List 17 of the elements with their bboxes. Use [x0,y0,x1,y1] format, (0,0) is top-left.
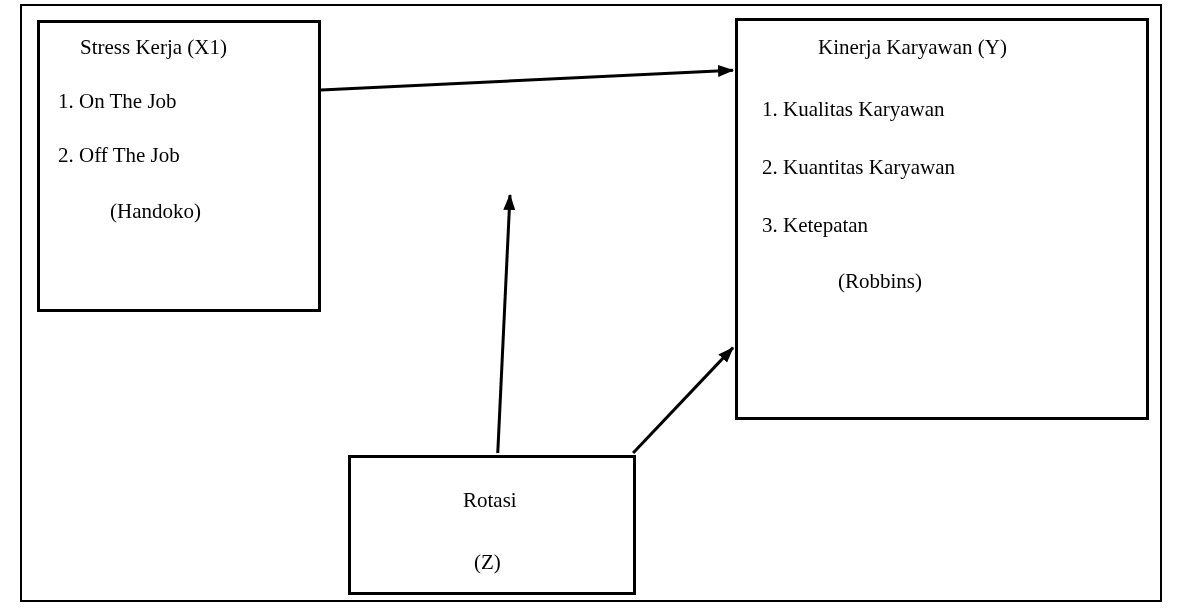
variable-box [37,20,321,312]
box-heading: Stress Kerja (X1) [80,35,227,60]
variable-box [348,455,636,595]
box-text: 3. Ketepatan [762,213,869,238]
box-text: 1. Kualitas Karyawan [762,97,945,122]
box-heading: Rotasi [463,488,517,513]
box-text: 1. On The Job [58,89,177,114]
box-text: (Z) [474,550,501,575]
box-text: 2. Off The Job [58,143,180,168]
box-text: (Robbins) [838,269,922,294]
box-text: 2. Kuantitas Karyawan [762,155,956,180]
box-heading: Kinerja Karyawan (Y) [818,35,1007,60]
arrow [496,194,516,454]
arrow [632,346,735,455]
box-text: (Handoko) [110,199,201,224]
variable-box [735,18,1149,420]
arrow [320,65,734,92]
